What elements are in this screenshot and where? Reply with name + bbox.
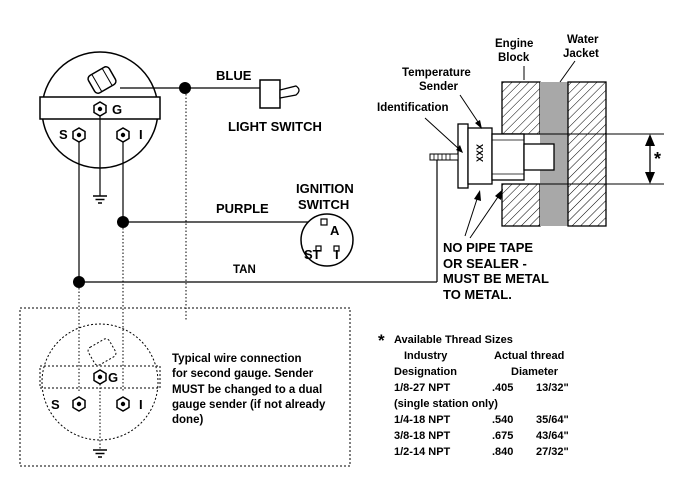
main-gauge: G S I xyxy=(39,51,161,204)
gauge-s-label: S xyxy=(59,127,68,142)
gauge-terminal-i xyxy=(116,127,130,143)
note-line: gauge sender (if not already xyxy=(172,398,326,411)
note-line: Typical wire connection xyxy=(172,353,302,365)
engine-block xyxy=(501,81,607,227)
light-switch-label: LIGHT SWITCH xyxy=(228,119,322,134)
ignition-label-1: IGNITION xyxy=(296,181,354,196)
gauge-i-label: I xyxy=(139,127,143,142)
switch-body xyxy=(259,79,281,109)
second-gauge-note: Typical wire connection for second gauge… xyxy=(172,352,350,428)
temperature-sender xyxy=(429,123,555,189)
second-gauge-g-label: G xyxy=(108,370,118,385)
second-ground-icon xyxy=(93,449,107,458)
table-row-designation: (single station only) xyxy=(394,398,498,410)
engine-block-label-1: Engine xyxy=(495,38,533,50)
warning-line: TO METAL. xyxy=(443,286,512,302)
blue-junction xyxy=(179,82,191,94)
second-gauge-terminal-g xyxy=(93,369,107,385)
table-row-decimal: .675 xyxy=(492,430,514,442)
table-header-diameter: Diameter xyxy=(511,366,559,378)
second-gauge xyxy=(19,307,351,467)
identification-label: Identification xyxy=(377,102,449,114)
arrow-up-icon xyxy=(645,134,655,146)
gauge-g-label: G xyxy=(112,102,122,117)
ignition-switch xyxy=(300,213,354,267)
gauge-terminal-g xyxy=(93,101,107,117)
bulb-socket-icon xyxy=(87,66,117,94)
ignition-terminal-i xyxy=(333,245,340,252)
engine-block-label-2: Block xyxy=(498,52,530,64)
light-switch xyxy=(259,79,300,109)
table-row-fraction: 27/32" xyxy=(536,446,569,458)
ground-icon xyxy=(93,195,107,204)
note-line: MUST be changed to a dual xyxy=(172,383,323,396)
table-row-designation: 3/8-18 NPT xyxy=(394,430,451,442)
second-bulb-icon xyxy=(87,338,117,366)
sender-hex xyxy=(457,123,469,189)
water-jacket-label-2: Jacket xyxy=(563,48,599,60)
tan-wire-label: TAN xyxy=(233,264,256,276)
water-jacket-label-1: Water xyxy=(567,34,599,46)
temp-sender-label-1: Temperature xyxy=(402,67,471,79)
thread-star-marker: * xyxy=(654,149,661,169)
ignition-label-2: SWITCH xyxy=(298,197,349,212)
purple-junction xyxy=(117,216,129,228)
ignition-i-label: I xyxy=(335,247,339,262)
warning-line: MUST BE METAL xyxy=(443,271,549,286)
table-row-fraction: 43/64" xyxy=(536,430,569,442)
arrow-down-icon xyxy=(645,172,655,184)
thread-dimension xyxy=(528,133,664,185)
table-row-decimal: .840 xyxy=(492,446,514,458)
tan-junction xyxy=(73,276,85,288)
ignition-terminal-a xyxy=(320,218,328,226)
blue-wire-label: BLUE xyxy=(216,68,252,83)
no-pipe-tape-warning: NO PIPE TAPE OR SEALER - MUST BE METAL T… xyxy=(443,240,549,302)
sender-marking: XXX xyxy=(475,144,485,162)
wires xyxy=(73,82,438,392)
note-line: done) xyxy=(172,414,204,427)
sender-thread xyxy=(491,133,525,181)
warning-line: NO PIPE TAPE xyxy=(443,240,534,255)
sender-probe xyxy=(523,143,555,171)
table-row-designation: 1/8-27 NPT xyxy=(394,382,451,394)
sender-stud xyxy=(429,153,459,161)
purple-wire-label: PURPLE xyxy=(216,201,269,216)
table-title: Available Thread Sizes xyxy=(394,334,513,346)
ignition-body xyxy=(300,213,354,267)
second-gauge-i-label: I xyxy=(139,397,143,412)
switch-toggle-icon xyxy=(279,85,300,99)
ignition-terminal-st xyxy=(315,245,322,252)
table-row-designation: 1/2-14 NPT xyxy=(394,446,451,458)
gauge-terminal-s xyxy=(72,127,86,143)
table-star-icon: * xyxy=(378,331,385,350)
second-gauge-s-label: S xyxy=(51,397,60,412)
table-header-designation: Designation xyxy=(394,366,457,378)
sender-body xyxy=(467,127,493,185)
ignition-st-label: ST xyxy=(304,247,321,262)
table-row-fraction: 13/32" xyxy=(536,382,569,394)
warning-line: OR SEALER - xyxy=(443,255,527,271)
note-line: for second gauge. Sender xyxy=(172,368,314,381)
second-gauge-body xyxy=(41,323,159,441)
second-gauge-terminal-s xyxy=(72,396,86,412)
temp-sender-label-2: Sender xyxy=(419,81,459,93)
table-row-designation: 1/4-18 NPT xyxy=(394,414,451,426)
table-row-decimal: .405 xyxy=(492,382,514,394)
table-row-decimal: .540 xyxy=(492,414,514,426)
table-header-actual: Actual thread xyxy=(494,350,565,362)
second-gauge-box xyxy=(19,307,351,467)
table-header-industry: Industry xyxy=(404,350,448,362)
second-gauge-terminal-i xyxy=(116,396,130,412)
water-jacket-wall xyxy=(567,81,607,227)
ignition-a-label: A xyxy=(330,223,340,238)
table-row-fraction: 35/64" xyxy=(536,414,569,426)
